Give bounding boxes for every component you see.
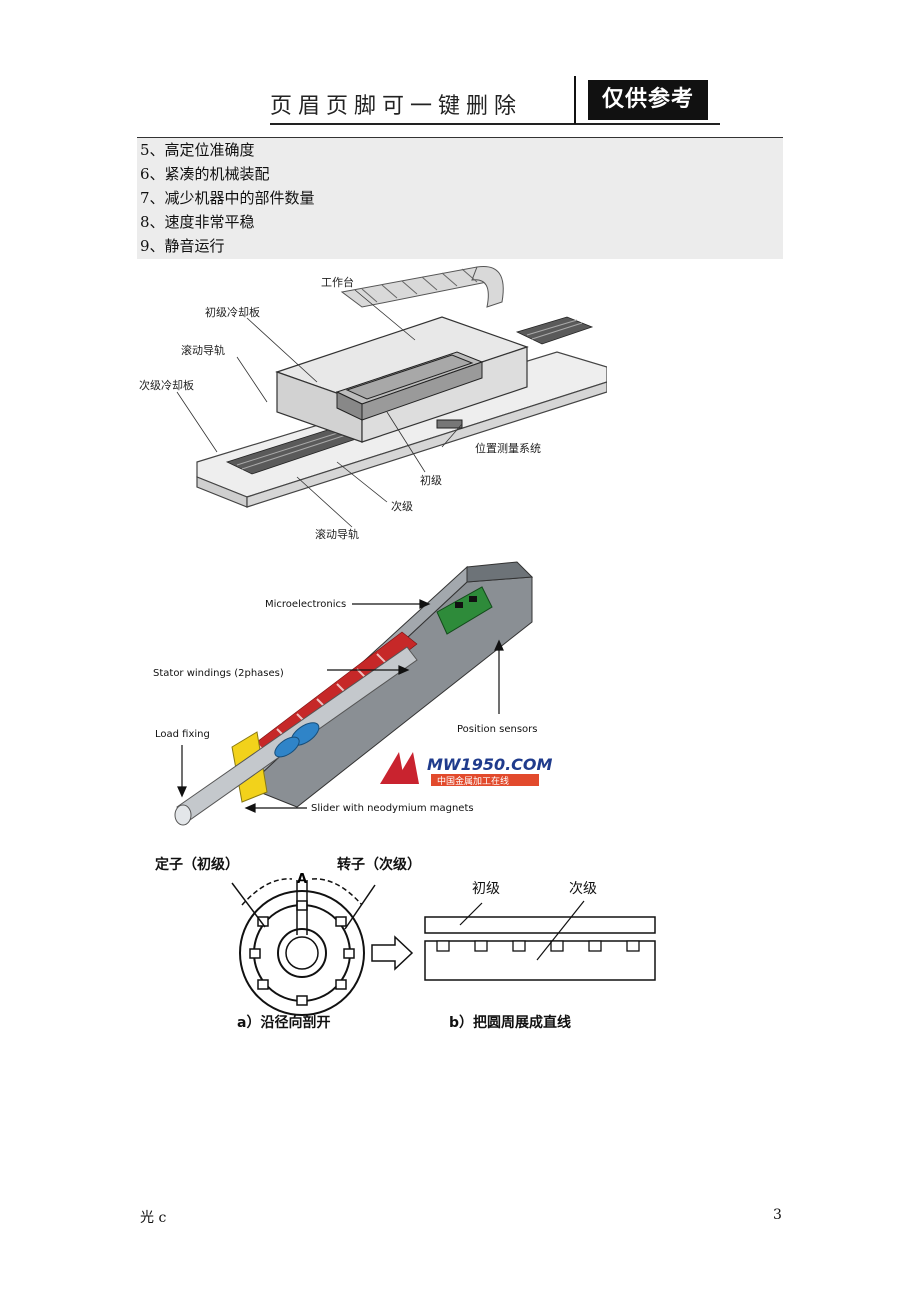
label-linear-primary: 初级	[472, 880, 500, 897]
primary-coil	[335, 351, 484, 421]
label-stator: Stator windings (2phases)	[153, 668, 284, 679]
caption-a: a）沿径向剖开	[237, 1014, 330, 1031]
label-position-system: 位置测量系统	[475, 441, 541, 455]
label-rolling-guide-top: 滚动导轨	[181, 343, 225, 357]
figure-unrolling-diagram: A 定子（初级） 转子（次级） 初级 次级 a）沿径向剖开 b）把圆周展成直线	[137, 845, 697, 1075]
header-rule	[137, 137, 783, 138]
label-microelectronics: Microelectronics	[265, 599, 346, 610]
label-primary: 初级	[420, 473, 442, 487]
microelectronics-board	[436, 586, 493, 635]
stator-slots	[249, 900, 355, 1006]
figure-linear-motor-assembly: 工作台 初级冷却板 滚动导轨 次级冷却板 位置测量系统 初级 次级 滚动导轨	[137, 262, 607, 546]
header-badge: 仅供参考	[588, 80, 708, 120]
list-item: 7、减少机器中的部件数量	[140, 189, 315, 207]
transform-arrow	[371, 935, 414, 971]
page-number: 3	[773, 1207, 782, 1223]
figure-tubular-motor: Microelectronics Stator windings (2phase…	[137, 552, 557, 842]
list-item: 8、速度非常平稳	[140, 213, 255, 231]
watermark-logo: MW1950.COM 中国金属加工在线	[380, 752, 553, 787]
linear-slots	[436, 940, 640, 952]
footer-text: 光 c	[140, 1210, 167, 1226]
header-divider	[574, 76, 576, 124]
list-item: 9、静音运行	[140, 237, 225, 255]
label-rotor-secondary: 转子（次级）	[337, 856, 421, 873]
label-worktable: 工作台	[321, 275, 354, 289]
label-secondary: 次级	[391, 499, 413, 513]
linear-motor-diagram	[424, 916, 656, 981]
label-slider: Slider with neodymium magnets	[311, 803, 474, 814]
worktable	[275, 316, 529, 443]
label-linear-secondary: 次级	[569, 881, 597, 897]
label-position-sensors: Position sensors	[457, 724, 537, 735]
feature-list: 5、高定位准确度 6、紧凑的机械装配 7、减少机器中的部件数量 8、速度非常平稳…	[137, 138, 783, 259]
magnets	[274, 722, 320, 758]
label-secondary-cooling: 次级冷却板	[139, 378, 194, 392]
watermark-sub: 中国金属加工在线	[437, 775, 509, 787]
label-a-mark: A	[297, 872, 307, 887]
label-rolling-guide-bottom: 滚动导轨	[315, 527, 359, 541]
header-title: 页眉页脚可一键删除	[270, 94, 523, 119]
cable-chain	[340, 265, 504, 308]
label-stator-primary: 定子（初级）	[155, 856, 239, 873]
header-underline	[270, 123, 720, 125]
list-item: 5、高定位准确度	[140, 141, 255, 159]
list-item: 6、紧凑的机械装配	[140, 165, 270, 183]
position-sensor	[436, 419, 463, 429]
caption-b: b）把圆周展成直线	[449, 1014, 571, 1031]
label-load: Load fixing	[155, 729, 210, 740]
watermark-text: MW1950.COM	[427, 755, 553, 774]
label-primary-cooling: 初级冷却板	[205, 305, 260, 319]
